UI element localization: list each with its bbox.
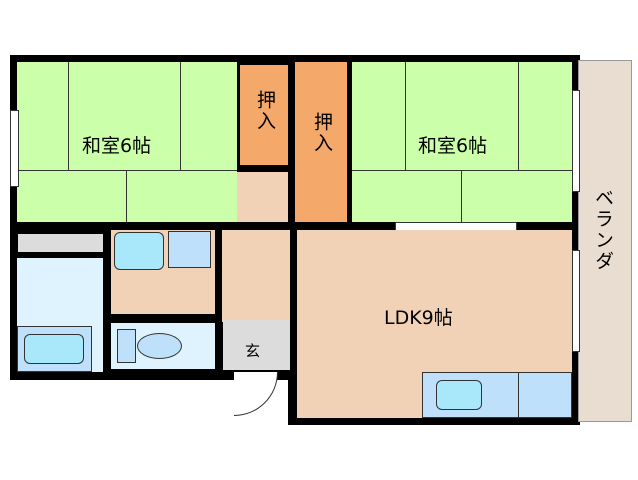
- window: [10, 110, 19, 187]
- counter-divider: [518, 373, 519, 417]
- tatami-seam: [179, 62, 181, 170]
- tatami-seam: [460, 170, 462, 222]
- wash-basin: [114, 232, 164, 270]
- washing-machine: [168, 231, 211, 268]
- front-door[interactable]: [234, 372, 278, 416]
- closet-right: [295, 62, 347, 222]
- entrance-label: 玄: [245, 342, 261, 360]
- tatami-seam: [17, 170, 237, 172]
- hallway: [222, 230, 290, 322]
- tatami-seam: [517, 62, 519, 170]
- tatami-seam: [404, 62, 406, 170]
- ldk-label: LDK9帖: [384, 307, 453, 329]
- balcony: [578, 60, 632, 422]
- entrance: [223, 320, 290, 370]
- washitsu-right-label: 和室6帖: [418, 135, 488, 157]
- toilet-tank: [117, 329, 136, 363]
- washitsu-left: [17, 62, 237, 222]
- toilet-bowl: [137, 333, 182, 359]
- closet-left: [240, 65, 288, 165]
- kitchen-sink: [436, 380, 482, 410]
- window: [572, 90, 580, 192]
- storage-strip: [18, 234, 103, 252]
- tatami-seam: [125, 170, 127, 222]
- tatami-seam: [67, 62, 69, 170]
- closet-left-label: 押入: [254, 90, 276, 132]
- bathtub: [24, 334, 84, 364]
- balcony-label: ベランダ: [592, 188, 614, 272]
- hall-nook: [237, 172, 288, 222]
- window: [572, 250, 580, 352]
- tatami-seam: [352, 170, 572, 172]
- washitsu-left-label: 和室6帖: [82, 135, 152, 157]
- washitsu-right: [352, 62, 572, 222]
- closet-right-label: 押入: [311, 112, 333, 154]
